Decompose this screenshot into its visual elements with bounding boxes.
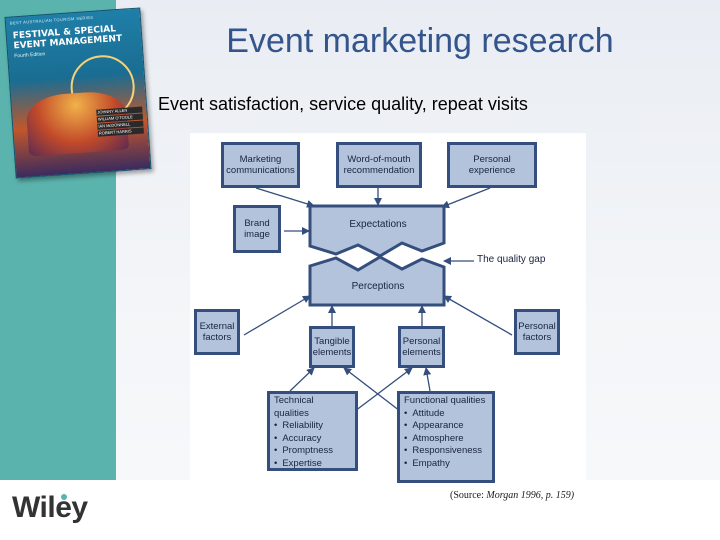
logo-text: Wiley <box>12 491 88 524</box>
technical-qualities-box: Technical qualities Reliability Accuracy… <box>267 391 358 471</box>
arrow-functional-tangible <box>343 367 401 412</box>
arrow-external-factors <box>243 295 311 336</box>
functional-qualities-box: Functional qualities Attitude Appearance… <box>397 391 495 483</box>
technical-qualities-title: Technical qualities <box>274 395 314 419</box>
source-prefix: (Source: <box>450 490 484 501</box>
box-label: factors <box>522 332 552 343</box>
footer-band <box>0 480 720 540</box>
box-label: Personal <box>402 336 441 347</box>
functional-quality-item: Empathy <box>404 458 488 471</box>
book-cover-image: BEST AUSTRALIAN TOURISM SERIES Festival … <box>4 7 152 179</box>
perceptions-label: Perceptions <box>351 281 405 292</box>
box-label: Personal <box>473 154 511 165</box>
box-label: Brand <box>244 218 270 229</box>
technical-quality-item: Expertise <box>274 458 351 471</box>
technical-quality-item: Accuracy <box>274 433 351 446</box>
slide-subtitle: Event satisfaction, service quality, rep… <box>158 94 528 114</box>
arrow-marketing <box>255 187 315 208</box>
source-citation: (Source: Morgan 1996, p. 159) <box>450 490 590 501</box>
arrow-technical-tangible <box>289 367 315 392</box>
functional-qualities-title: Functional qualities <box>404 395 486 406</box>
arrow-personal-factors <box>443 295 513 336</box>
functional-quality-item: Atmosphere <box>404 433 488 446</box>
box-label: image <box>244 229 270 240</box>
quality-gap-label: The quality gap <box>477 254 546 265</box>
box-label: factors <box>202 332 232 343</box>
arrow-personal-experience <box>441 187 491 209</box>
source-reference: Morgan 1996, p. 159) <box>486 490 575 501</box>
perceptions-shape <box>308 255 446 307</box>
functional-quality-item: Attitude <box>404 408 488 421</box>
technical-quality-item: Reliability <box>274 420 351 433</box>
diagram-connectors <box>243 187 513 412</box>
logo-dot <box>61 494 67 500</box>
box-label: recommendation <box>343 165 415 176</box>
book-authors: JOHNNY ALLEN WILLIAM O'TOOLE IAN McDONNE… <box>96 106 144 138</box>
slide-title: Event marketing research <box>226 22 614 60</box>
box-label: Marketing <box>239 154 282 165</box>
box-label: communications <box>226 165 295 176</box>
functional-quality-item: Responsiveness <box>404 445 488 458</box>
arrow-technical-personal <box>354 367 413 412</box>
wiley-logo: Wiley <box>12 491 102 529</box>
box-label: External <box>199 321 235 332</box>
box-label: Tangible <box>314 336 350 347</box>
box-label: elements <box>312 347 352 358</box>
box-label: elements <box>402 347 441 358</box>
expectations-label: Expectations <box>349 219 407 230</box>
box-label: Word-of-mouth <box>347 154 411 165</box>
technical-quality-item: Promptness <box>274 445 351 458</box>
arrow-functional-personal <box>423 367 432 392</box>
expectations-perceptions-shape <box>308 204 446 258</box>
box-label: Personal <box>518 321 556 332</box>
functional-quality-item: Appearance <box>404 420 488 433</box>
box-label: experience <box>468 165 516 176</box>
